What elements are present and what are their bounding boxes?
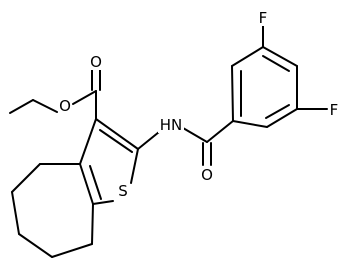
bond-c2-s bbox=[130, 148, 139, 184]
amide-bonds bbox=[137, 120, 234, 166]
bond-o-carbonyl-c bbox=[72, 90, 97, 105]
bond-ethyl-ch3-ch2 bbox=[9, 99, 34, 114]
bond-ar6-ar1 bbox=[232, 120, 268, 128]
bond-c3-c2 bbox=[95, 118, 139, 150]
bond-amide-c-aryl bbox=[206, 120, 234, 143]
phenyl-ring-bonds bbox=[231, 24, 328, 128]
bond-c8-c7a bbox=[91, 203, 94, 245]
atom-ester-oxygen-double: O bbox=[90, 53, 102, 71]
atom-labels: O O HN O F F S bbox=[58, 9, 340, 200]
cycloheptane-ring-bonds bbox=[11, 163, 94, 258]
atom-amide-oxygen: O bbox=[201, 166, 213, 184]
bond-ar2-ar3 bbox=[231, 46, 264, 67]
atom-fluorine-top: F bbox=[259, 9, 268, 27]
ethyl-ester-bonds bbox=[9, 69, 101, 120]
bond-c2-n bbox=[137, 131, 160, 150]
bond-ar5-ar6 bbox=[266, 108, 298, 128]
bond-c7a-c3a bbox=[79, 163, 94, 205]
thiophene-ring-bonds bbox=[79, 118, 139, 205]
atom-ester-oxygen-single: O bbox=[59, 97, 71, 115]
atom-sulfur: S bbox=[118, 182, 128, 200]
bond-c5-c6 bbox=[11, 191, 20, 235]
bond-n-amide-c bbox=[182, 127, 208, 143]
bond-c7a-c3a-inner bbox=[89, 165, 102, 200]
bond-ethyl-ch2-o bbox=[32, 99, 58, 113]
bond-c6-c7 bbox=[18, 233, 53, 258]
atom-fluorine-right: F bbox=[330, 101, 339, 119]
atom-amide-nitrogen: HN bbox=[160, 116, 183, 134]
bond-c3-c2-inner bbox=[99, 129, 133, 153]
bond-c7-c8 bbox=[51, 243, 93, 258]
bond-ar1-ar2 bbox=[231, 65, 234, 122]
bond-c4-c5 bbox=[11, 163, 41, 193]
bond-c3a-c3 bbox=[79, 118, 97, 165]
bond-ar3-ar4-inner bbox=[262, 55, 290, 72]
bond-ar3-ar4 bbox=[262, 46, 298, 67]
bond-ar5-ar6-inner bbox=[265, 104, 290, 119]
bond-s-c7a bbox=[92, 200, 114, 205]
